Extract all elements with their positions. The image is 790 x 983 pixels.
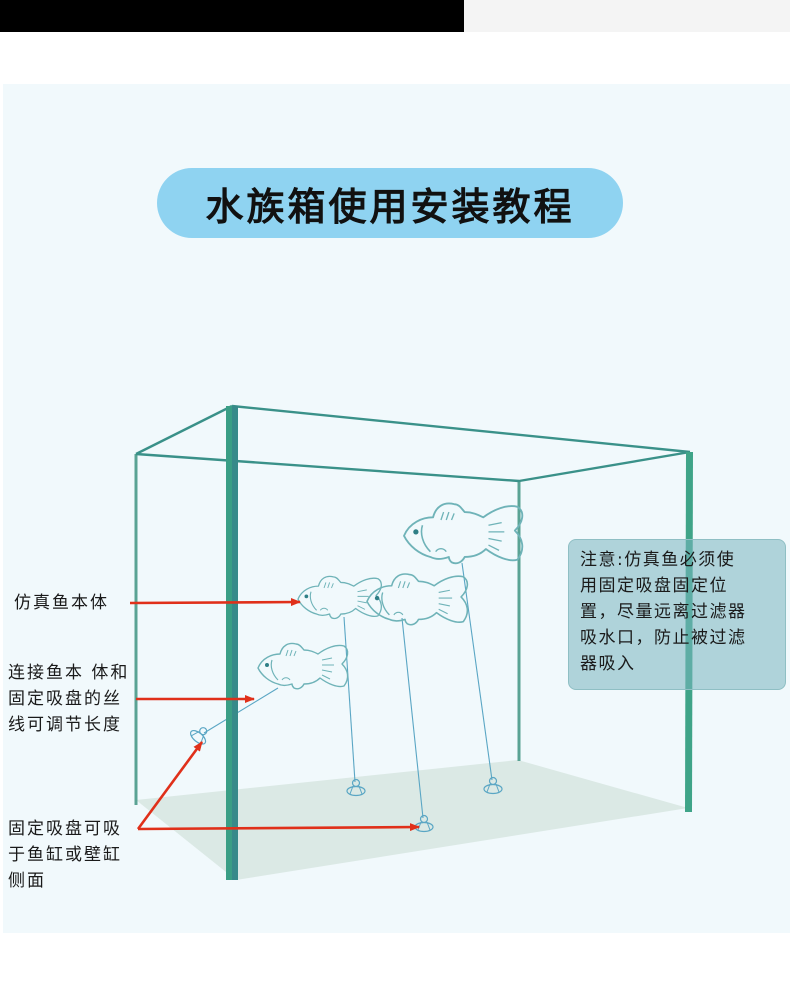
fish-icon	[403, 502, 524, 565]
top-bar-dark	[0, 0, 464, 32]
note-line: 注意:仿真鱼必须使	[580, 550, 736, 570]
top-bar-light	[464, 0, 790, 32]
label-suction-row: 于鱼缸或壁缸	[8, 845, 122, 865]
label-fish-body: 仿真鱼本体	[14, 590, 109, 616]
page-title: 水族箱使用安装教程	[205, 184, 575, 229]
label-fish-body-text: 仿真鱼本体	[14, 593, 109, 613]
note-line: 用固定吸盘固定位	[580, 576, 728, 596]
title-banner: 水族箱使用安装教程	[157, 168, 623, 238]
label-line-row: 线可调节长度	[8, 715, 122, 735]
note-line: 器吸入	[580, 654, 636, 674]
label-suction-cup: 固定吸盘可吸 于鱼缸或壁缸 侧面	[8, 816, 122, 894]
label-suction-row: 侧面	[8, 871, 46, 891]
fish-icon	[366, 573, 469, 626]
note-line: 置，尽量远离过滤器	[580, 602, 747, 622]
arrow-icon	[129, 598, 420, 832]
label-line-row: 连接鱼本 体和	[8, 663, 130, 683]
tank-post-front-left-shade	[232, 406, 238, 880]
label-line-adjustable: 连接鱼本 体和 固定吸盘的丝 线可调节长度	[8, 660, 129, 738]
label-suction-row: 固定吸盘可吸	[8, 819, 122, 839]
tank-top-frame	[135, 404, 691, 483]
tank-floor	[136, 760, 688, 880]
fish-icon	[257, 642, 349, 690]
tank-post-front-left	[226, 406, 232, 880]
note-box: 注意:仿真鱼必须使 用固定吸盘固定位 置，尽量远离过滤器 吸水口，防止被过滤 器…	[568, 539, 786, 690]
note-line: 吸水口，防止被过滤	[580, 628, 747, 648]
fishing-lines	[203, 562, 493, 819]
label-line-row: 固定吸盘的丝	[8, 689, 122, 709]
